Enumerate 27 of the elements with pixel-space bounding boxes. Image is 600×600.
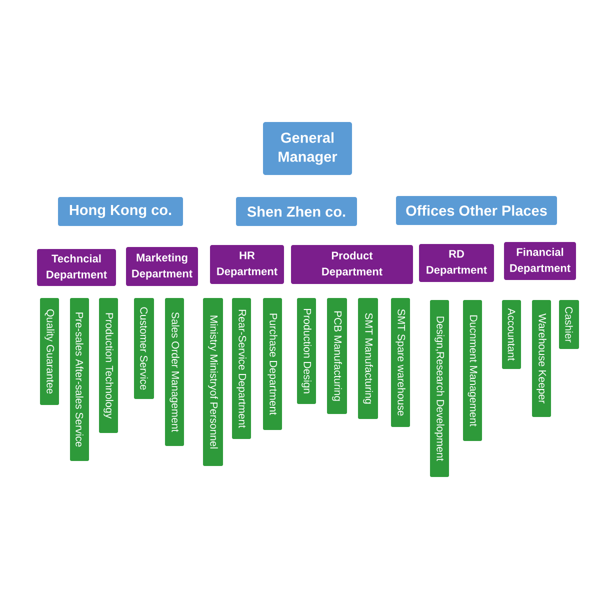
company-box: Shen Zhen co. (236, 197, 357, 226)
section-bar: Design,Research Development (430, 300, 449, 477)
department-box: Financial Department (504, 242, 576, 280)
company-box: Offices Other Places (396, 196, 557, 225)
department-box: Product Department (291, 245, 413, 284)
department-box: Marketing Department (126, 247, 198, 286)
section-bar: Rear-Service Department (232, 298, 251, 439)
section-bar: Quality Guarantee (40, 298, 59, 405)
section-bar: Purchase Department (263, 298, 282, 430)
manager-box: General Manager (263, 122, 352, 175)
section-bar: Ministry Ministryof Personnel (203, 298, 223, 466)
section-bar: SMT Manufacturing (358, 298, 378, 419)
department-box: HR Department (210, 245, 284, 284)
section-bar: Customer Service (134, 298, 154, 399)
section-bar: PCB Manufacturing (327, 298, 347, 414)
section-bar: SMT Spare warehouse (391, 298, 410, 427)
company-box: Hong Kong co. (58, 197, 183, 226)
section-bar: Pre-sales After-sales Service (70, 298, 89, 461)
section-bar: Accountant (502, 300, 521, 369)
section-bar: Production Design (297, 298, 316, 404)
department-box: RD Department (419, 244, 494, 282)
section-bar: Ducnment Management (463, 300, 482, 441)
section-bar: Cashier (559, 300, 579, 349)
section-bar: Production Technology (99, 298, 118, 433)
section-bar: Sales Order Management (165, 298, 184, 446)
department-box: Techncial Department (37, 249, 116, 286)
section-bar: Warehouse Keeper (532, 300, 551, 417)
